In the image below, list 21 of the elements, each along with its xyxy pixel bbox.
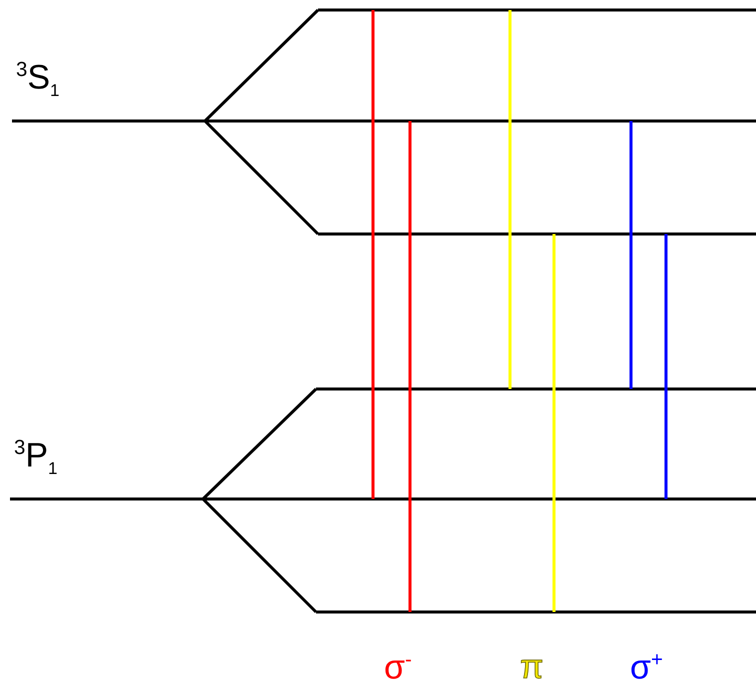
transition-line xyxy=(372,10,374,499)
splitting-line xyxy=(204,120,320,236)
transition-line xyxy=(630,121,632,389)
energy-level-line xyxy=(12,120,756,122)
energy-level-line xyxy=(316,388,756,390)
transition-line xyxy=(408,121,412,612)
polarization-label: σ$^{+}$ xyxy=(630,650,663,684)
energy-level-line xyxy=(318,232,756,236)
splitting-line xyxy=(202,388,318,500)
energy-level-line xyxy=(10,498,756,500)
splitting-line xyxy=(204,8,320,122)
term-symbol: $^{3}$S$_{1}$ xyxy=(16,60,60,100)
splitting-line xyxy=(202,498,318,614)
polarization-label: π xyxy=(520,650,544,684)
energy-level-line xyxy=(316,610,756,614)
energy-level-line xyxy=(318,8,756,12)
transition-line xyxy=(552,234,556,612)
transition-line xyxy=(664,234,668,499)
transition-line xyxy=(508,10,512,389)
term-symbol: $^{3}$P$_{1}$ xyxy=(14,438,58,478)
polarization-label: σ$^{-}$ xyxy=(384,650,412,684)
